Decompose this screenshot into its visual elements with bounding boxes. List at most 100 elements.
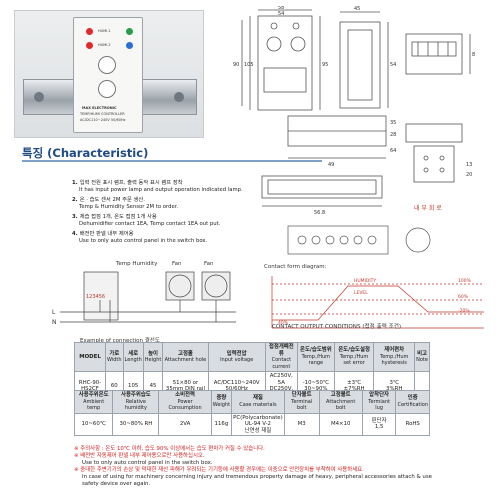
side-view-inner [347,29,373,101]
curve-label: LEVEL [354,290,368,296]
curve-label: 60% [458,294,469,300]
item-number: 4. [72,231,78,237]
note-line: ※ 주의사항 : 온도 10℃ 이하, 습도 90% 이상에서는 습도 편차가 … [74,446,265,452]
table-cell: PC(Polycarbonate) UL-94 V-2 난연성 재질 [231,412,285,436]
note-line: ※ 중대한 주변기기의 손상 및 막대한 재산 피해가 우려되는 기기등에 사용… [74,467,364,473]
dim-label: 35 [390,120,396,126]
dim-label: 54 [278,11,284,17]
line-label-n: N [52,319,57,326]
contact-caption: CONTACT OUTPUT CONDITIONS (접점 출력 조건) [272,324,402,330]
front-view-outline [257,15,313,111]
contact-diagram: Contact form diagram: 100% 60% -20% 40% … [264,225,484,329]
note-line: In case of using for machinery concernin… [82,474,432,480]
terminal-screw [311,235,321,245]
dim-label: 64 [390,148,396,154]
heading-underline [22,160,322,162]
table-cell: 3℃ 3%RH [373,371,416,401]
table-cell: M4×10 [318,412,363,436]
dim-label: 45 [354,6,360,12]
terminal-number-label: 123456 [86,294,105,300]
terminal-strip [287,225,389,255]
product-photo: HUMI.1 HUMI.2 MAX ELECTRONIC TEMP/HUMI C… [14,10,204,138]
wiring-diagram: 123456 L N [52,271,236,326]
fan-1 [165,271,195,301]
device-label: HUMI.1 [98,29,111,33]
led-humi2 [86,42,93,49]
dim-label: 54 [390,62,396,68]
item-en: It has input power lamp and output opera… [79,187,243,193]
contact-form-label: Contact form diagram: [264,264,327,270]
controller-device: HUMI.1 HUMI.2 MAX ELECTRONIC TEMP/HUMI C… [73,17,143,133]
table-cell: M3 [283,412,320,436]
curve-label: -20% [458,308,470,314]
humidity-curve [272,285,484,321]
item-ko: 제습 접점 1개, 온도 접점 1개 사용 [79,214,157,220]
note-line: Use to only auto control panel in the sw… [82,460,213,466]
table-cell: 116g [210,412,233,436]
wiring-label-fan: Fan [172,261,182,267]
connector-face [413,145,455,183]
dim-label: 56.8 [314,210,325,216]
led-cont [126,42,133,49]
device-voltage-label: AC/DC110~240V 50/60Hz [80,118,126,122]
front-knob [290,36,306,52]
fan-2-blade [204,274,228,298]
device-brand: MAX ELECTRONIC [82,106,117,110]
led-humi1 [86,28,93,35]
wiring-label-sensor: Temp Humidity [116,261,158,267]
right-view-outline [405,33,463,75]
item-ko: 배전반 판넬 내부 제어용 [79,231,134,237]
terminal-screw [339,235,349,245]
characteristic-item-2: 2.온 · 습도 센서 2M 주문 생산. Temp & Humidity Se… [72,197,178,211]
terminal-screw [367,235,377,245]
table-cell: 핀단자 1,5 [361,412,397,436]
line-label-l: L [52,309,56,316]
item-en: Temp & Humidity Sensor 2M to order. [79,204,179,210]
side-view-outline [339,21,381,109]
note-line: ※ 배전반 자동제어 판넬 내부 제어용으로만 사용하십시오. [74,453,205,459]
wiring-caption: Example of connection 결선도 [80,338,160,344]
led-temp [126,28,133,35]
item-number: 2. [72,197,78,203]
dim-label: 28 [390,132,396,138]
fan-1-blade [168,274,192,298]
terminal-screw [325,235,335,245]
characteristic-heading: 특징 (Characteristic) [22,146,149,160]
terminal-block [411,41,457,57]
technical-drawings: 58 54 105 90 95 45 54 8 49 35 28 56.8 64… [233,6,475,216]
connector-pin [439,167,445,173]
connector-pin [439,155,445,161]
dim-label: 49 [328,162,334,168]
note-line: safety device over again. [82,481,151,487]
terminal-screw [297,235,307,245]
device-model-label: TEMP/HUMI CONTROLLER [80,112,125,116]
item-number: 1. [72,180,78,186]
front-label-panel [263,67,307,93]
item-en: Use to only auto control panel in the sw… [79,238,208,244]
circuit-title: 내 부 회 로 [414,204,442,212]
curve-label: 40% [278,320,289,326]
device-label: HUMI.2 [98,43,111,47]
characteristic-item-1: 1.입력 전원 표시 램프, 출력 동작 표시 램프 장착 It has inp… [72,180,243,194]
connector-pin [423,167,429,173]
connector-pin [423,155,429,161]
dim-label: 13 [466,162,472,168]
connector-outline [405,123,463,143]
